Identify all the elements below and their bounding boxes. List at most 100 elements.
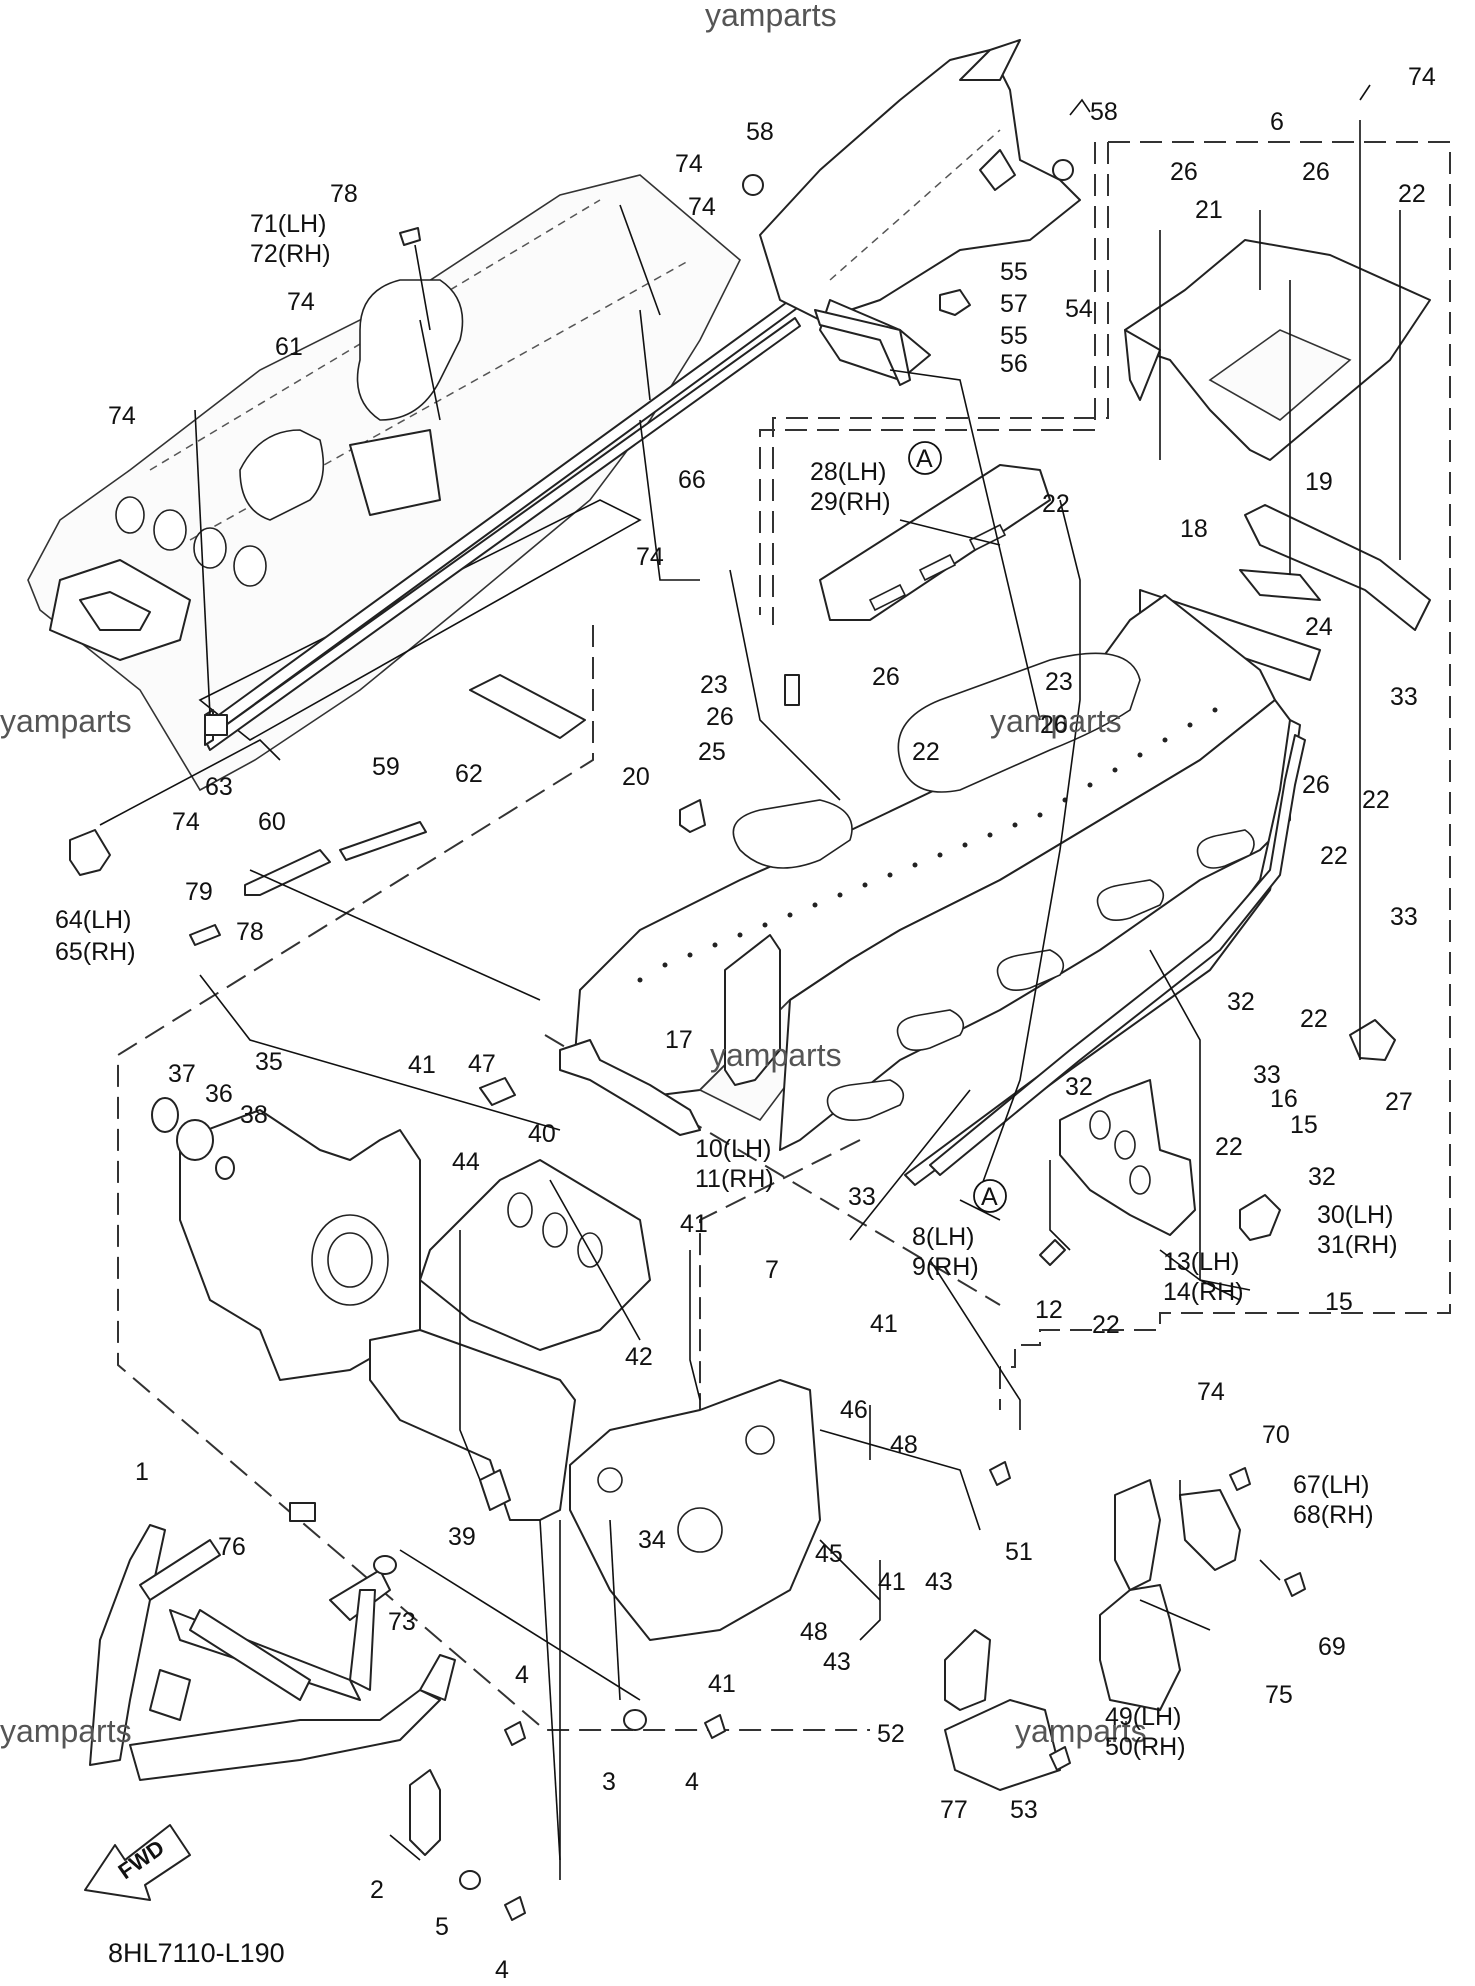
slide-rail-8-9 xyxy=(904,719,1306,1186)
callout: 49(LH) xyxy=(1105,1703,1181,1731)
watermark: yamparts xyxy=(1015,1713,1147,1749)
callout: 22 xyxy=(1398,180,1426,208)
callout: 76 xyxy=(218,1533,246,1561)
callout: 29(RH) xyxy=(810,488,891,516)
reference-circle-a-top: A xyxy=(908,441,942,475)
diagram-code: 8HL7110-L190 xyxy=(108,1938,285,1968)
callout: 45 xyxy=(815,1540,843,1568)
callout: 74 xyxy=(636,543,664,571)
watermark: yamparts xyxy=(0,703,132,739)
callout: 22 xyxy=(1320,842,1348,870)
callout: 74 xyxy=(1408,63,1436,91)
callout: 13(LH) xyxy=(1163,1248,1239,1276)
washer-5 xyxy=(459,1870,481,1890)
callout: 22 xyxy=(912,738,940,766)
callout: 41 xyxy=(708,1670,736,1698)
callout: 55 xyxy=(1000,258,1028,286)
callout: 35 xyxy=(255,1048,283,1076)
callout: 28(LH) xyxy=(810,458,886,486)
callout: 26 xyxy=(872,663,900,691)
callout: 72(RH) xyxy=(250,240,331,268)
bearing-36 xyxy=(176,1119,214,1161)
rear-panel-21 xyxy=(1124,239,1431,461)
callout: 31(RH) xyxy=(1317,1231,1398,1259)
callout: 61 xyxy=(275,333,303,361)
bracket-24 xyxy=(1239,569,1321,601)
strip-60 xyxy=(244,849,331,896)
callout: 41 xyxy=(870,1310,898,1338)
callout: 23 xyxy=(700,671,728,699)
callout: 14(RH) xyxy=(1163,1278,1244,1306)
plate-40 xyxy=(419,1159,651,1351)
spacer-23 xyxy=(784,674,800,706)
callout: 37 xyxy=(168,1060,196,1088)
callout: 74 xyxy=(108,402,136,430)
callout: 4 xyxy=(685,1768,699,1796)
plate-30-31 xyxy=(1239,1194,1281,1241)
callout: 62 xyxy=(455,760,483,788)
callout: 59 xyxy=(372,753,400,781)
callout: 32 xyxy=(1227,988,1255,1016)
circle-label: A xyxy=(981,1183,998,1211)
rear-flap-assembly xyxy=(759,39,1081,381)
callout: 48 xyxy=(890,1431,918,1459)
watermark: yamparts xyxy=(990,703,1122,739)
plate-27 xyxy=(1349,1019,1396,1061)
callout: 26 xyxy=(706,703,734,731)
callout: 21 xyxy=(1195,196,1223,224)
handle-56 xyxy=(814,309,911,386)
callout: 77 xyxy=(940,1796,968,1824)
callout: 22 xyxy=(1362,786,1390,814)
watermark: yamparts xyxy=(0,1713,132,1749)
callout: 26 xyxy=(1302,771,1330,799)
bolt-4-a xyxy=(504,1721,526,1746)
callout: 22 xyxy=(1092,1311,1120,1339)
callout: 2 xyxy=(370,1876,384,1904)
callout: 47 xyxy=(468,1050,496,1078)
plate-62 xyxy=(469,674,586,739)
forward-arrow-icon: FWD xyxy=(84,1824,191,1901)
callout: 8(LH) xyxy=(912,1223,975,1251)
block-76 xyxy=(289,1502,316,1522)
nut-58-right xyxy=(1052,159,1074,181)
callout: 7 xyxy=(765,1256,779,1284)
rear-reinforcement-plate xyxy=(349,429,441,516)
callout: 65(RH) xyxy=(55,938,136,966)
callout: 39 xyxy=(448,1523,476,1551)
callout: 15 xyxy=(1290,1111,1318,1139)
callout: 20 xyxy=(622,763,650,791)
callout: 43 xyxy=(925,1568,953,1596)
watermarks: yamparts yamparts yamparts yamparts yamp… xyxy=(0,0,1147,1749)
callout: 23 xyxy=(1045,668,1073,696)
callout: 33 xyxy=(1390,903,1418,931)
callout: 64(LH) xyxy=(55,906,131,934)
callout: 44 xyxy=(452,1148,480,1176)
callout: 69 xyxy=(1318,1633,1346,1661)
watermark: yamparts xyxy=(710,1037,842,1073)
block-79 xyxy=(189,924,221,946)
bracket-17 xyxy=(559,1039,701,1136)
callout: 26 xyxy=(1302,158,1330,186)
bracket-12 xyxy=(1039,1239,1066,1266)
bolt-4-c xyxy=(504,1896,526,1921)
callout: 26 xyxy=(1040,711,1068,739)
callout: 57 xyxy=(1000,290,1028,318)
nut-58-left xyxy=(742,174,764,196)
callout: 11(RH) xyxy=(695,1165,774,1193)
bolt-69 xyxy=(1284,1572,1306,1597)
callout: 25 xyxy=(698,738,726,766)
callout: 33 xyxy=(1253,1061,1281,1089)
callout: 74 xyxy=(675,150,703,178)
watermark: yamparts xyxy=(705,0,837,33)
callout: 42 xyxy=(625,1343,653,1371)
block-47 xyxy=(479,1077,516,1106)
main-tunnel xyxy=(574,594,1291,1151)
strip-59 xyxy=(339,821,427,861)
callout: 4 xyxy=(515,1661,529,1689)
callout: 58 xyxy=(746,118,774,146)
fastener-marks xyxy=(1069,84,1371,116)
callout: 30(LH) xyxy=(1317,1201,1393,1229)
callout: 24 xyxy=(1305,613,1333,641)
callout: 68(RH) xyxy=(1293,1501,1374,1529)
